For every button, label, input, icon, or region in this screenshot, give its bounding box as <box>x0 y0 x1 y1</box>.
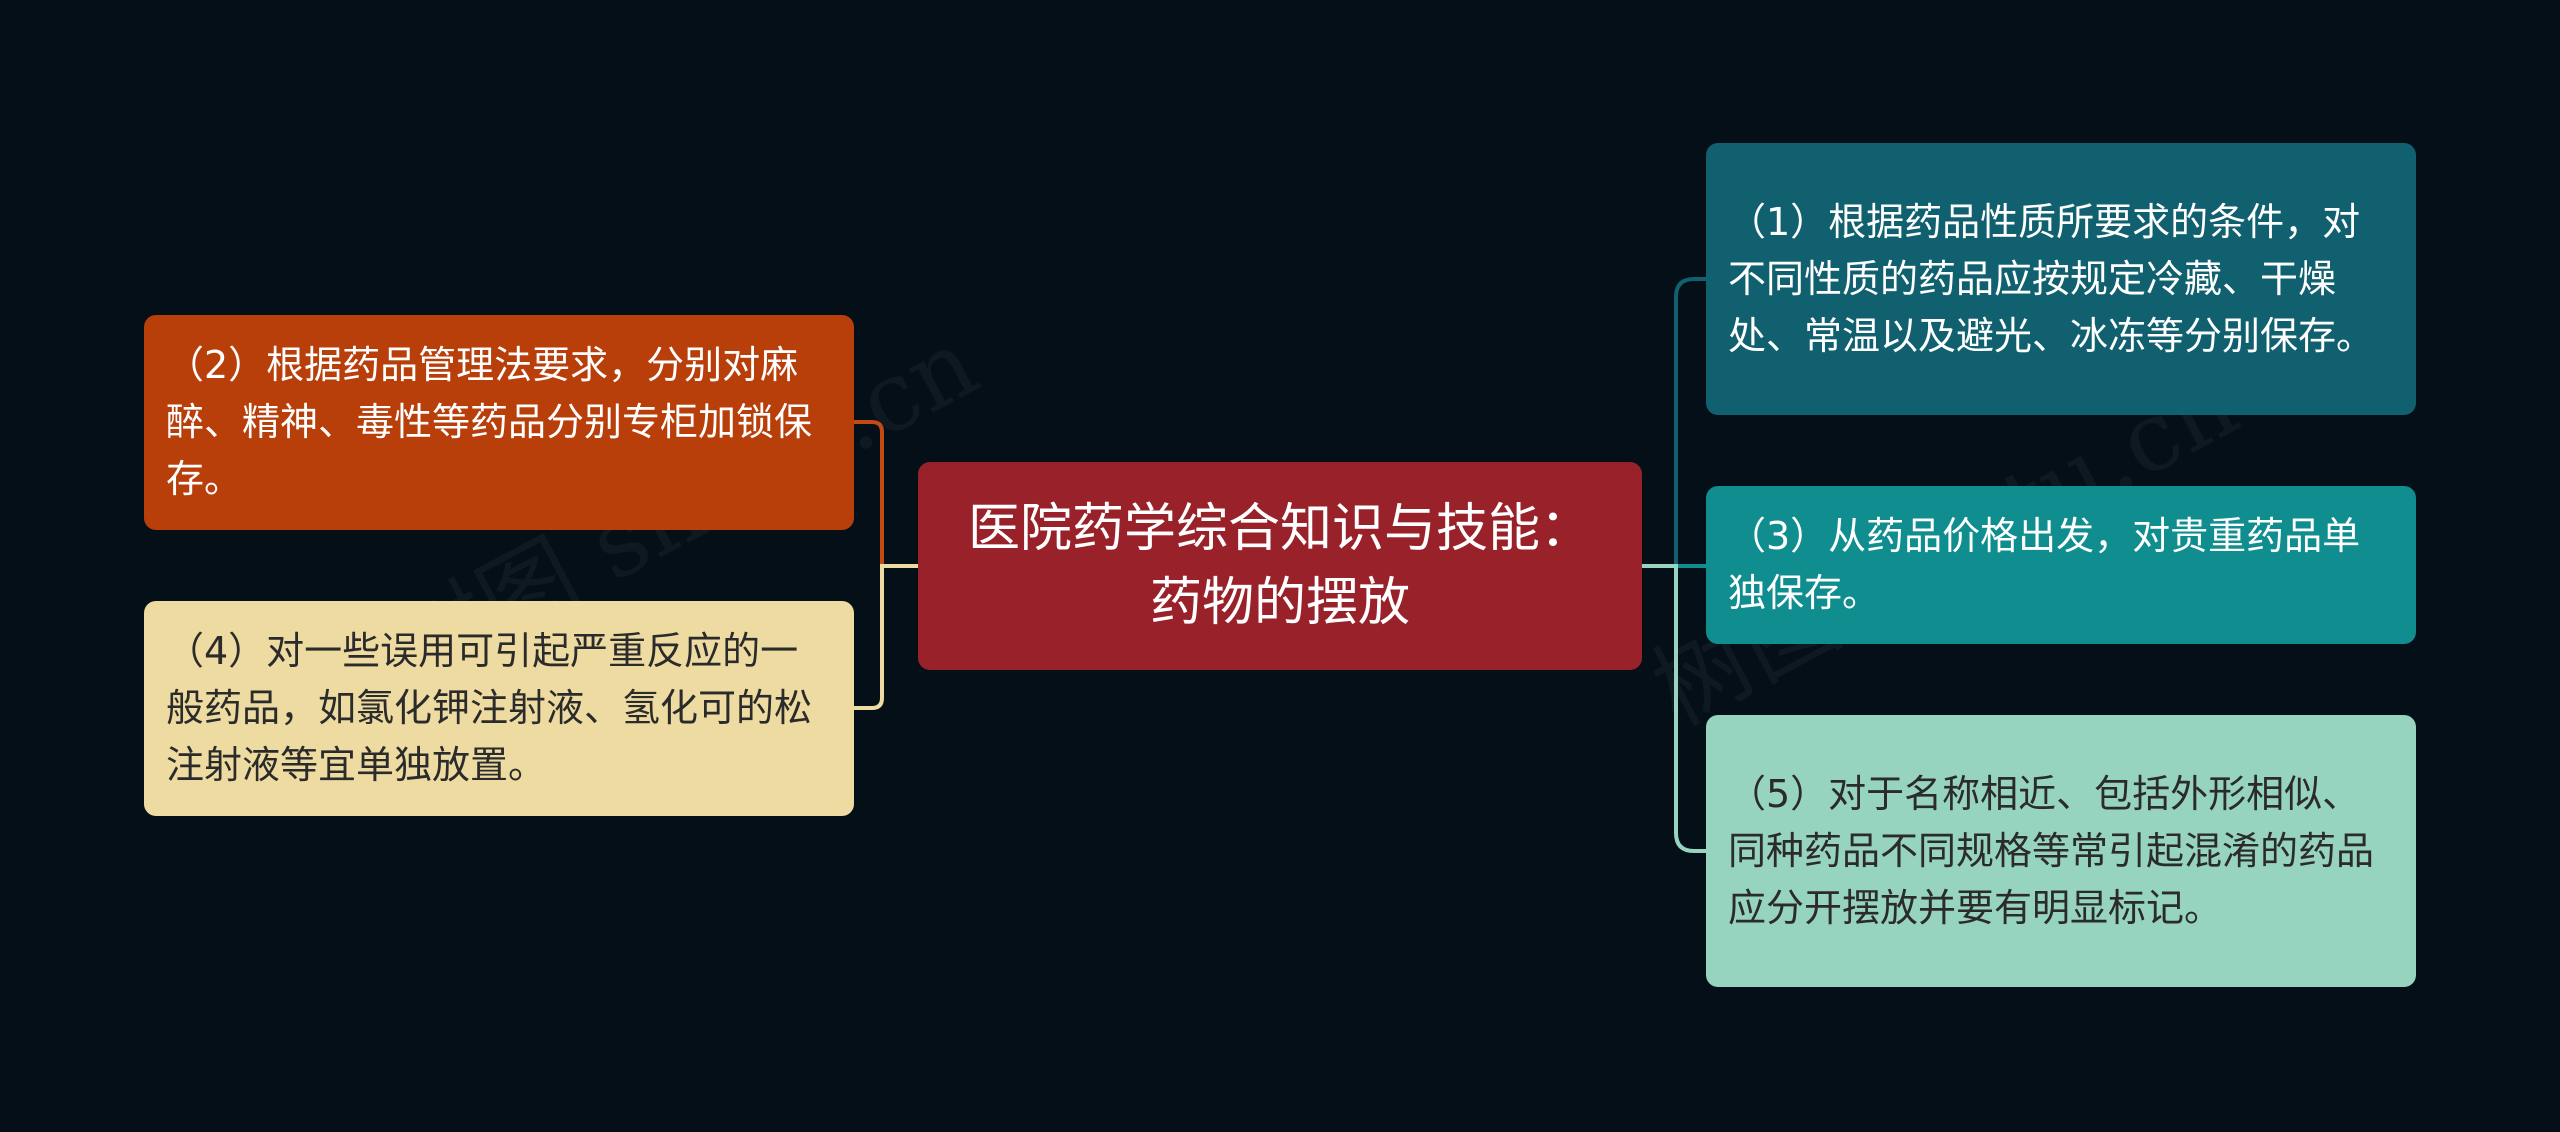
connector-center-to-node-2 <box>854 420 918 568</box>
topic-node-2-text: （2）根据药品管理法要求，分别对麻醉、精神、毒性等药品分别专柜加锁保存。 <box>166 343 813 501</box>
topic-node-5[interactable]: （5）对于名称相近、包括外形相似、同种药品不同规格等常引起混淆的药品应分开摆放并… <box>1706 715 2416 987</box>
topic-node-2[interactable]: （2）根据药品管理法要求，分别对麻醉、精神、毒性等药品分别专柜加锁保存。 <box>144 315 854 530</box>
connector-center-to-node-1 <box>1642 277 1706 568</box>
topic-node-5-text: （5）对于名称相近、包括外形相似、同种药品不同规格等常引起混淆的药品应分开摆放并… <box>1728 771 2375 930</box>
center-topic-node[interactable]: 医院药学综合知识与技能：药物的摆放 <box>918 462 1642 670</box>
connector-center-to-node-4 <box>854 564 918 710</box>
topic-node-4-text: （4）对一些误用可引起严重反应的一般药品，如氯化钾注射液、氢化可的松注射液等宜单… <box>166 629 813 787</box>
center-topic-text: 医院药学综合知识与技能：药物的摆放 <box>967 499 1592 633</box>
topic-node-3[interactable]: （3）从药品价格出发，对贵重药品单独保存。 <box>1706 486 2416 644</box>
topic-node-3-text: （3）从药品价格出发，对贵重药品单独保存。 <box>1728 514 2361 615</box>
topic-node-1[interactable]: （1）根据药品性质所要求的条件，对不同性质的药品应按规定冷藏、干燥处、常温以及避… <box>1706 143 2416 415</box>
topic-node-1-text: （1）根据药品性质所要求的条件，对不同性质的药品应按规定冷藏、干燥处、常温以及避… <box>1728 199 2375 358</box>
topic-node-4[interactable]: （4）对一些误用可引起严重反应的一般药品，如氯化钾注射液、氢化可的松注射液等宜单… <box>144 601 854 816</box>
connector-center-to-node-5 <box>1642 564 1706 853</box>
